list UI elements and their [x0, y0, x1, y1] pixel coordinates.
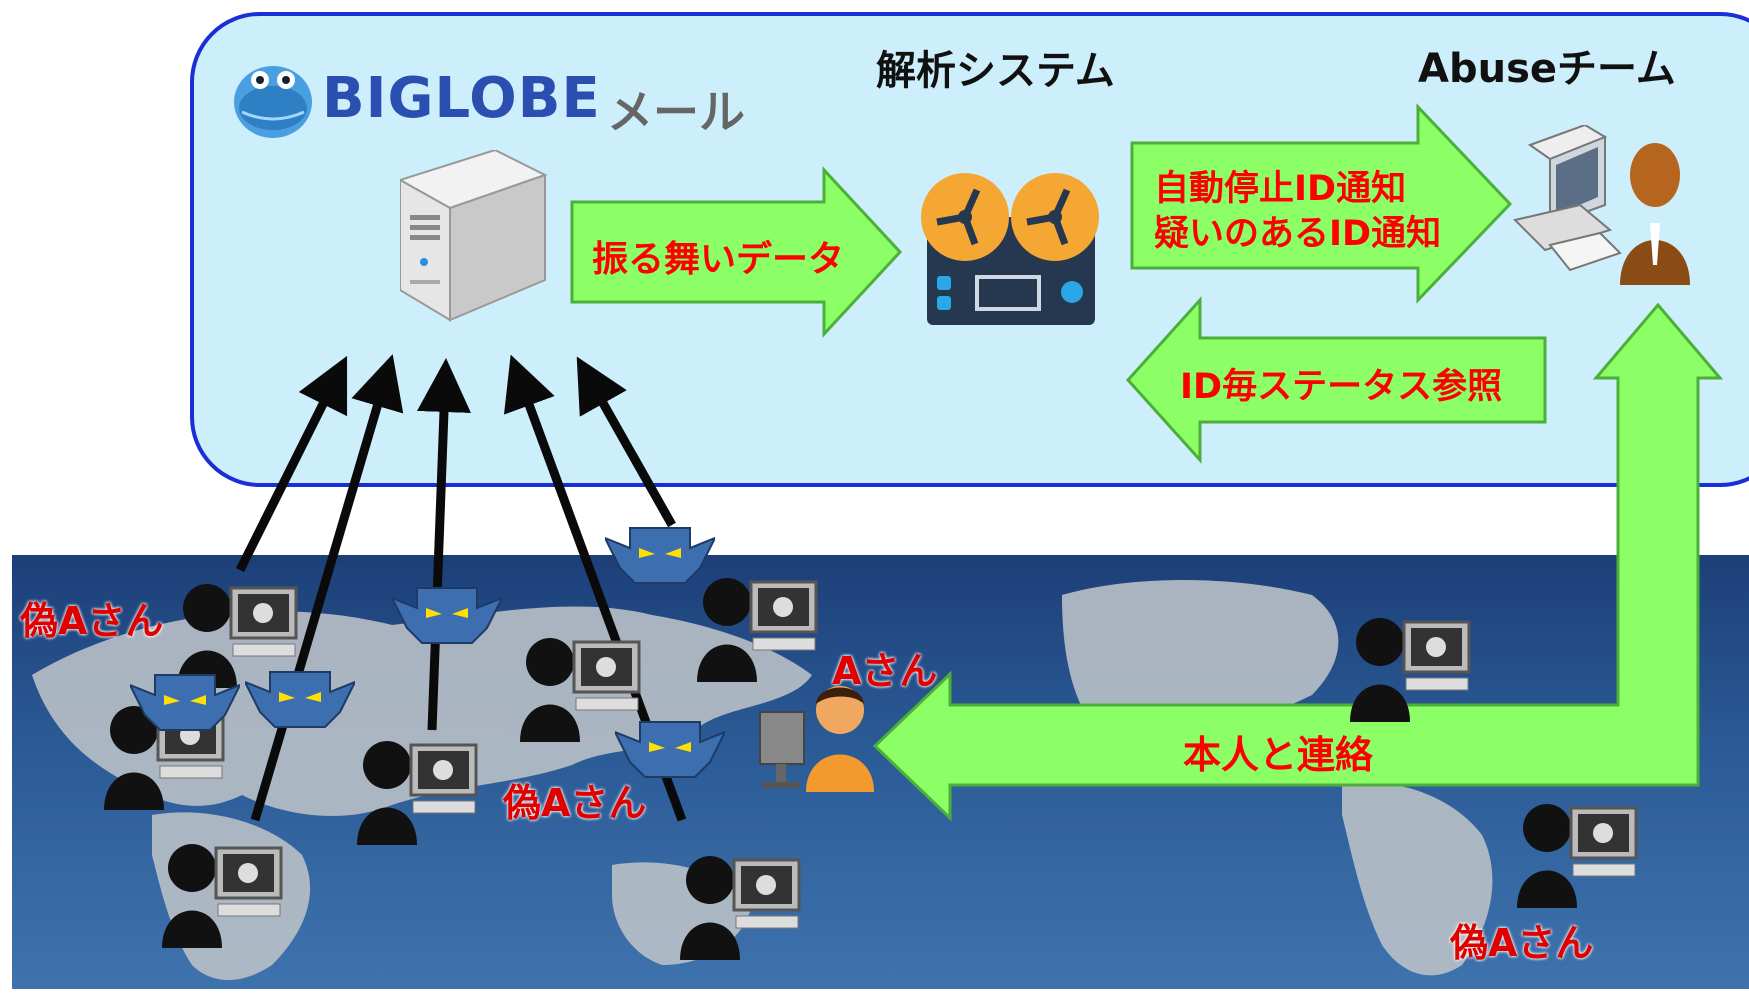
real-a-label: Aさん — [832, 649, 938, 693]
fake-a-label: 偽Aさん — [503, 781, 647, 825]
operator-pc-icon — [1510, 123, 1695, 290]
monster-icon — [602, 518, 718, 588]
attacker-pc-icon — [160, 838, 285, 948]
status-ref-label: ID毎ステータス参照 — [1180, 367, 1503, 407]
monster-icon — [389, 578, 505, 648]
attacker-pc-icon — [175, 578, 300, 688]
attacker-pc-icon — [695, 572, 820, 682]
attack-arrow — [250, 354, 404, 822]
attacker-pc-icon — [1515, 798, 1640, 908]
behavior-data-label: 振る舞いデータ — [592, 239, 845, 280]
abuse-team-heading: Abuseチーム — [1418, 46, 1676, 92]
behavior-data-arrow — [570, 166, 903, 338]
attacker-pc-icon — [518, 632, 643, 742]
logo-text: BIGLOBE — [322, 66, 601, 131]
notify-arrow — [1130, 103, 1513, 304]
attack-arrow — [576, 356, 676, 528]
fake-a-label: 偽Aさん — [20, 599, 164, 643]
status-ref-arrow — [1125, 296, 1547, 464]
analysis-system-heading: 解析システム — [876, 48, 1115, 94]
attack-arrow — [235, 355, 348, 573]
attacker-pc-icon — [678, 850, 803, 960]
suspected-id-label: 疑いのあるID通知 — [1154, 214, 1442, 254]
contact-arrow — [872, 302, 1724, 822]
attack-arrow — [417, 358, 471, 731]
logo-subtitle: メール — [607, 85, 745, 139]
user-pc-icon — [758, 682, 876, 792]
fake-a-label: 偽Aさん — [1450, 921, 1594, 965]
attacker-pc-icon — [355, 735, 480, 845]
monster-icon — [242, 662, 358, 732]
monster-icon — [127, 665, 243, 735]
tape-recorder-icon — [915, 172, 1105, 327]
biglobe-mascot-icon — [232, 62, 314, 140]
auto-stop-id-label: 自動停止ID通知 — [1154, 169, 1407, 209]
attacker-pc-icon — [1348, 612, 1473, 722]
contact-label: 本人と連絡 — [1183, 733, 1374, 777]
server-icon — [397, 148, 550, 325]
